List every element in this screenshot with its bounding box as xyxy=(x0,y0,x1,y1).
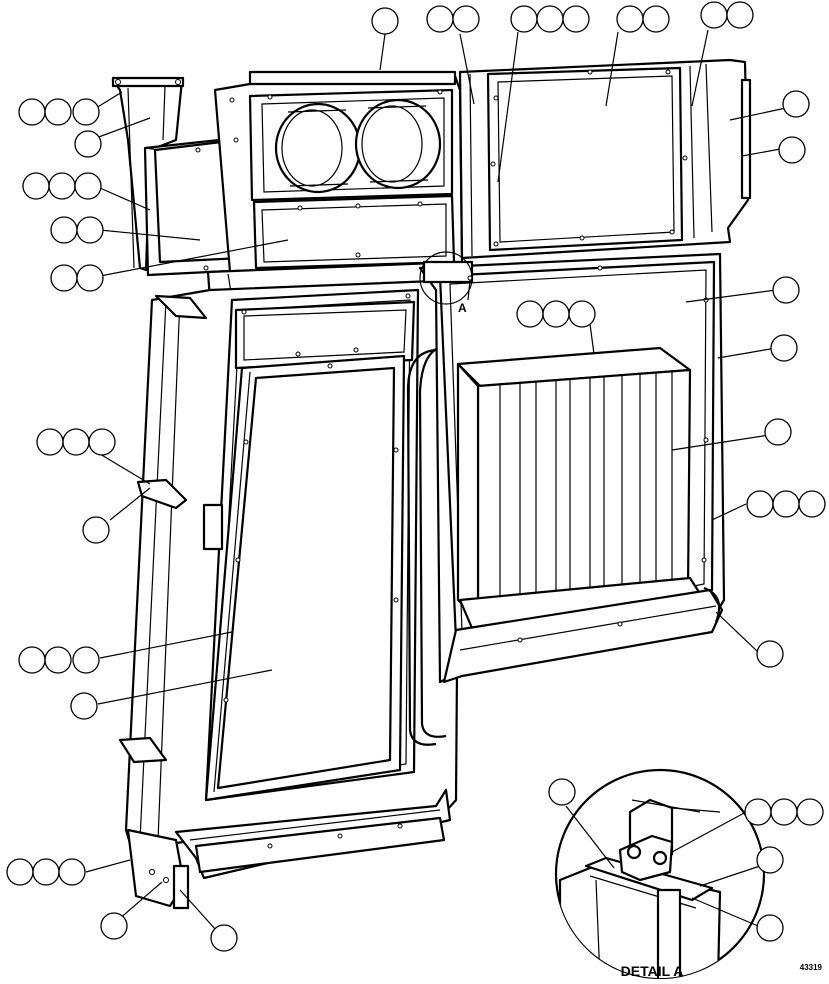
callout-balloon xyxy=(796,798,824,826)
callout-balloon xyxy=(32,858,60,886)
callout-balloon xyxy=(62,428,90,456)
left-door-frame xyxy=(124,278,462,852)
callout-balloon xyxy=(568,300,596,328)
leader-lines xyxy=(85,29,787,931)
drawing-number: 43319 xyxy=(800,963,823,972)
callout-balloon xyxy=(88,428,116,456)
callout-balloon xyxy=(76,264,104,292)
left-side-brackets xyxy=(118,294,208,910)
twin-opening-plenum xyxy=(213,70,464,274)
callout-balloon xyxy=(516,300,544,328)
callout-balloon xyxy=(452,5,480,33)
callout-balloon xyxy=(726,1,754,29)
callout-balloon xyxy=(6,858,34,886)
detail-caption: DETAIL A xyxy=(621,963,684,979)
upper-right-panel xyxy=(458,58,752,260)
callout-balloon xyxy=(756,846,784,874)
door-handle xyxy=(406,344,447,746)
callout-balloon xyxy=(782,90,810,118)
callout-balloon xyxy=(58,858,86,886)
callout-balloon xyxy=(746,490,774,518)
callout-balloon xyxy=(778,136,806,164)
detail-marker-label: A xyxy=(458,301,467,315)
callout-balloon xyxy=(22,172,50,200)
callout-balloon xyxy=(74,172,102,200)
callout-balloon xyxy=(542,300,570,328)
callout-balloon xyxy=(36,428,64,456)
callout-balloon xyxy=(210,924,238,952)
callout-balloon xyxy=(772,490,800,518)
callout-balloon xyxy=(72,646,100,674)
callout-balloon xyxy=(50,216,78,244)
detail-a-inset: DETAIL A xyxy=(554,768,766,980)
callout-balloon xyxy=(798,490,826,518)
callout-balloon xyxy=(536,5,564,33)
callout-balloon xyxy=(72,98,100,126)
detail-a-marker: A xyxy=(419,251,473,315)
callout-balloon xyxy=(426,5,454,33)
callout-balloon xyxy=(50,264,78,292)
louvered-filter xyxy=(456,346,706,630)
callout-balloon xyxy=(764,418,792,446)
callout-balloon xyxy=(756,914,784,942)
callout-balloon xyxy=(616,5,644,33)
right-door-sill xyxy=(442,586,724,684)
callout-balloon xyxy=(18,98,46,126)
callout-balloon xyxy=(770,334,798,362)
callout-balloon xyxy=(770,798,798,826)
callout-balloon xyxy=(700,1,728,29)
callout-balloon xyxy=(510,5,538,33)
callout-balloon xyxy=(642,5,670,33)
callout-balloons xyxy=(6,1,826,952)
callout-balloon xyxy=(18,646,46,674)
callout-balloon xyxy=(82,516,110,544)
callout-balloon xyxy=(371,7,399,35)
callout-balloon xyxy=(76,216,104,244)
callout-balloon xyxy=(562,5,590,33)
left-door-sill xyxy=(174,788,452,880)
callout-balloon xyxy=(44,646,72,674)
callout-balloon xyxy=(548,778,576,806)
callout-balloon xyxy=(772,276,800,304)
callout-balloon xyxy=(100,912,128,940)
callout-balloon xyxy=(44,98,72,126)
callout-balloon xyxy=(756,640,784,668)
callout-balloon xyxy=(48,172,76,200)
callout-balloon xyxy=(744,798,772,826)
callout-balloon xyxy=(74,130,102,158)
callout-balloon xyxy=(70,692,98,720)
